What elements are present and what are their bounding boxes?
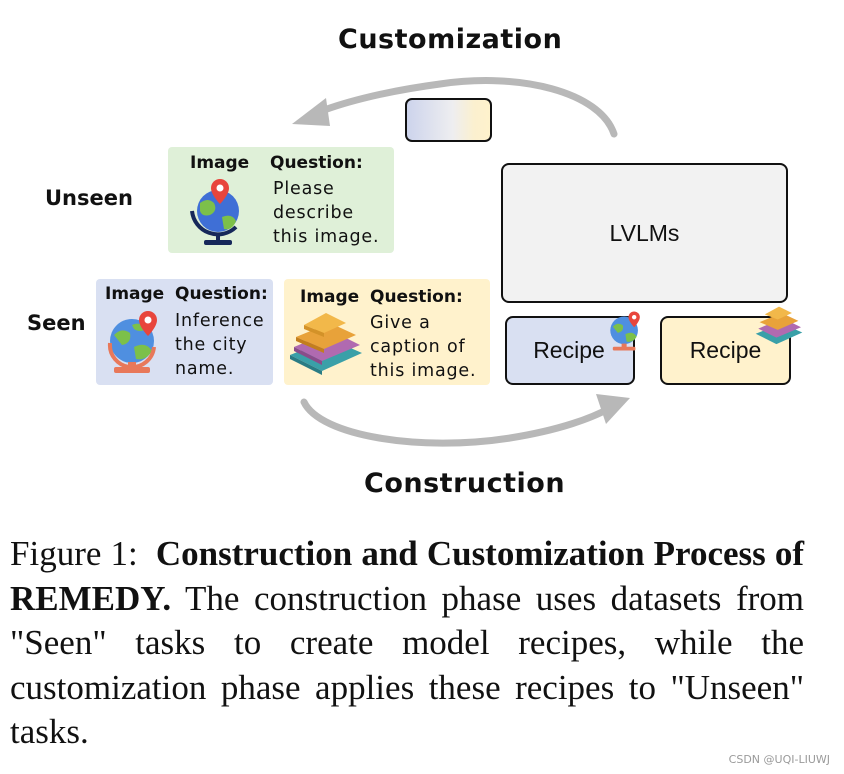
question-header: Question: [270, 153, 363, 173]
lvlms-box: LVLMs [501, 163, 788, 303]
lvlms-label: LVLMs [609, 219, 680, 246]
construction-arrow [300, 398, 614, 447]
caption-prefix: Figure 1: [10, 534, 138, 573]
watermark: CSDN @UQI-LIUWJ [728, 753, 830, 766]
question-header: Question: [175, 284, 268, 304]
unseen-label: Unseen [45, 186, 133, 210]
globe-pin-icon [190, 179, 239, 245]
recipe-gradient-bar [405, 98, 492, 142]
seen-task-card-caption: Image Question: Give a caption of this i… [284, 279, 490, 385]
customization-arrowhead [292, 98, 330, 126]
figure: Customization Construction Unseen Seen I… [27, 24, 803, 499]
seen-task-card-city: Image Question: Inference the city name. [96, 279, 273, 385]
figure-caption: Figure 1: Construction and Customization… [10, 532, 804, 755]
recipe-label: Recipe [533, 337, 605, 363]
question-header: Question: [370, 287, 463, 307]
caption-body: The construction phase uses datasets fro… [10, 578, 804, 752]
question-text: Inference the city name. [175, 311, 265, 379]
construction-label: Construction [364, 468, 566, 499]
image-header: Image [105, 284, 165, 304]
caption-title: Construction and Customization Process o… [10, 534, 804, 618]
globe-pin-icon [610, 311, 640, 351]
books-icon [290, 313, 362, 375]
image-header: Image [300, 287, 360, 307]
unseen-task-card: Image Question: Please describe this ima… [168, 147, 394, 253]
arrows-layer [292, 77, 630, 447]
seen-label: Seen [27, 311, 86, 335]
books-icon [755, 306, 803, 345]
construction-arrowhead [596, 394, 630, 424]
recipe-label: Recipe [689, 337, 762, 363]
question-text: Give a caption of this image. [370, 313, 477, 381]
globe-pin-icon [107, 311, 157, 373]
question-text: Please describe this image. [273, 179, 380, 247]
image-header: Image [190, 153, 250, 173]
customization-arrow [310, 77, 618, 138]
customization-label: Customization [338, 24, 563, 55]
